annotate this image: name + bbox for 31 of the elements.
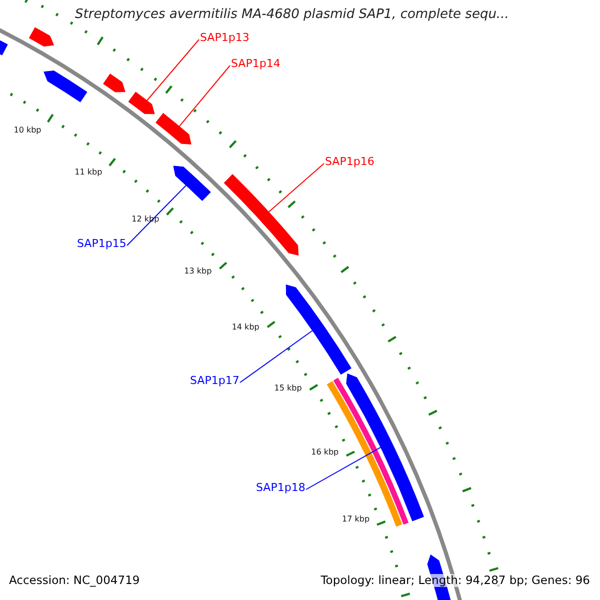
footer-text: Topology: linear; Length: 94,287 bp; Genes: 96 <box>320 574 590 588</box>
gene-label: SAP1p18 <box>256 482 306 495</box>
leader-line <box>146 39 200 101</box>
gene-feature <box>173 166 211 201</box>
title: Streptomyces avermitilis MA-4680 plasmid SAP1, complete sequ... <box>75 8 509 23</box>
gene-feature <box>44 70 88 102</box>
tick-label: 10 kbp <box>14 125 42 134</box>
gene-feature <box>28 27 54 47</box>
feature-band <box>326 381 402 527</box>
tick-label: 17 kbp <box>342 514 370 524</box>
gene-label: SAP1p14 <box>231 58 280 71</box>
tick-label: 11 kbp <box>74 166 102 176</box>
gene-label: SAP1p16 <box>325 156 374 169</box>
gene-feature <box>103 74 126 92</box>
leader-line <box>306 446 382 490</box>
gene-feature <box>156 112 192 144</box>
gene-label: SAP1p15 <box>77 238 126 251</box>
tick-label: 15 kbp <box>274 383 302 392</box>
gene-label: SAP1p17 <box>190 375 240 388</box>
footer-text: Accession: NC_004719 <box>9 574 140 588</box>
gene-label: SAP1p13 <box>200 32 250 45</box>
gene-feature <box>224 174 299 256</box>
leader-line <box>126 184 187 246</box>
leader-line <box>178 65 230 127</box>
gene-feature <box>286 284 352 375</box>
leader-line <box>240 330 313 383</box>
gene-feature <box>128 92 155 114</box>
tick-label: 13 kbp <box>184 266 212 276</box>
tick-label: 16 kbp <box>311 447 339 456</box>
leader-line <box>268 163 324 212</box>
tick-label: 14 kbp <box>232 322 260 332</box>
